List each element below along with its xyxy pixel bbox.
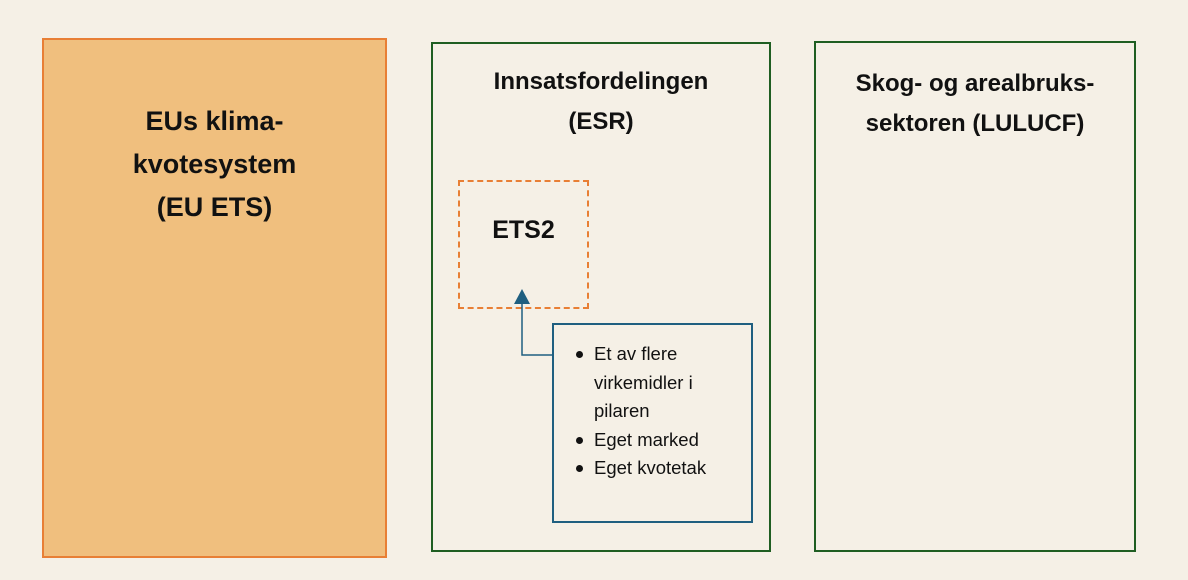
- esr-title: Innsatsfordelingen (ESR): [493, 68, 709, 135]
- ets2-info-box: Et av flere virkemidler i pilaren Eget m…: [552, 323, 753, 523]
- lulucf-pillar: Skog- og arealbruks- sektoren (LULUCF): [814, 41, 1136, 552]
- bullet-icon: [576, 351, 583, 358]
- list-item: Et av flere virkemidler i pilaren: [572, 340, 741, 426]
- esr-pillar: Innsatsfordelingen (ESR): [431, 42, 771, 552]
- bullet-icon: [576, 436, 583, 444]
- lulucf-title: Skog- og arealbruks- sektoren (LULUCF): [855, 70, 1095, 137]
- list-item: Eget marked: [572, 426, 741, 455]
- list-item-text: Eget marked: [594, 428, 699, 450]
- list-item-text: Et av flere virkemidler i pilaren: [594, 343, 693, 421]
- bullet-icon: [576, 465, 583, 472]
- list-item: Eget kvotetak: [572, 454, 741, 483]
- list-item-text: Eget kvotetak: [594, 457, 707, 478]
- eu-ets-pillar: EUs klima- kvotesystem (EU ETS): [42, 38, 387, 558]
- ets2-info-list: Et av flere virkemidler i pilaren Eget m…: [572, 340, 741, 483]
- ets2-box: ETS2: [458, 180, 589, 309]
- eu-ets-title: EUs klima- kvotesystem (EU ETS): [132, 106, 297, 222]
- ets2-label: ETS2: [492, 216, 555, 244]
